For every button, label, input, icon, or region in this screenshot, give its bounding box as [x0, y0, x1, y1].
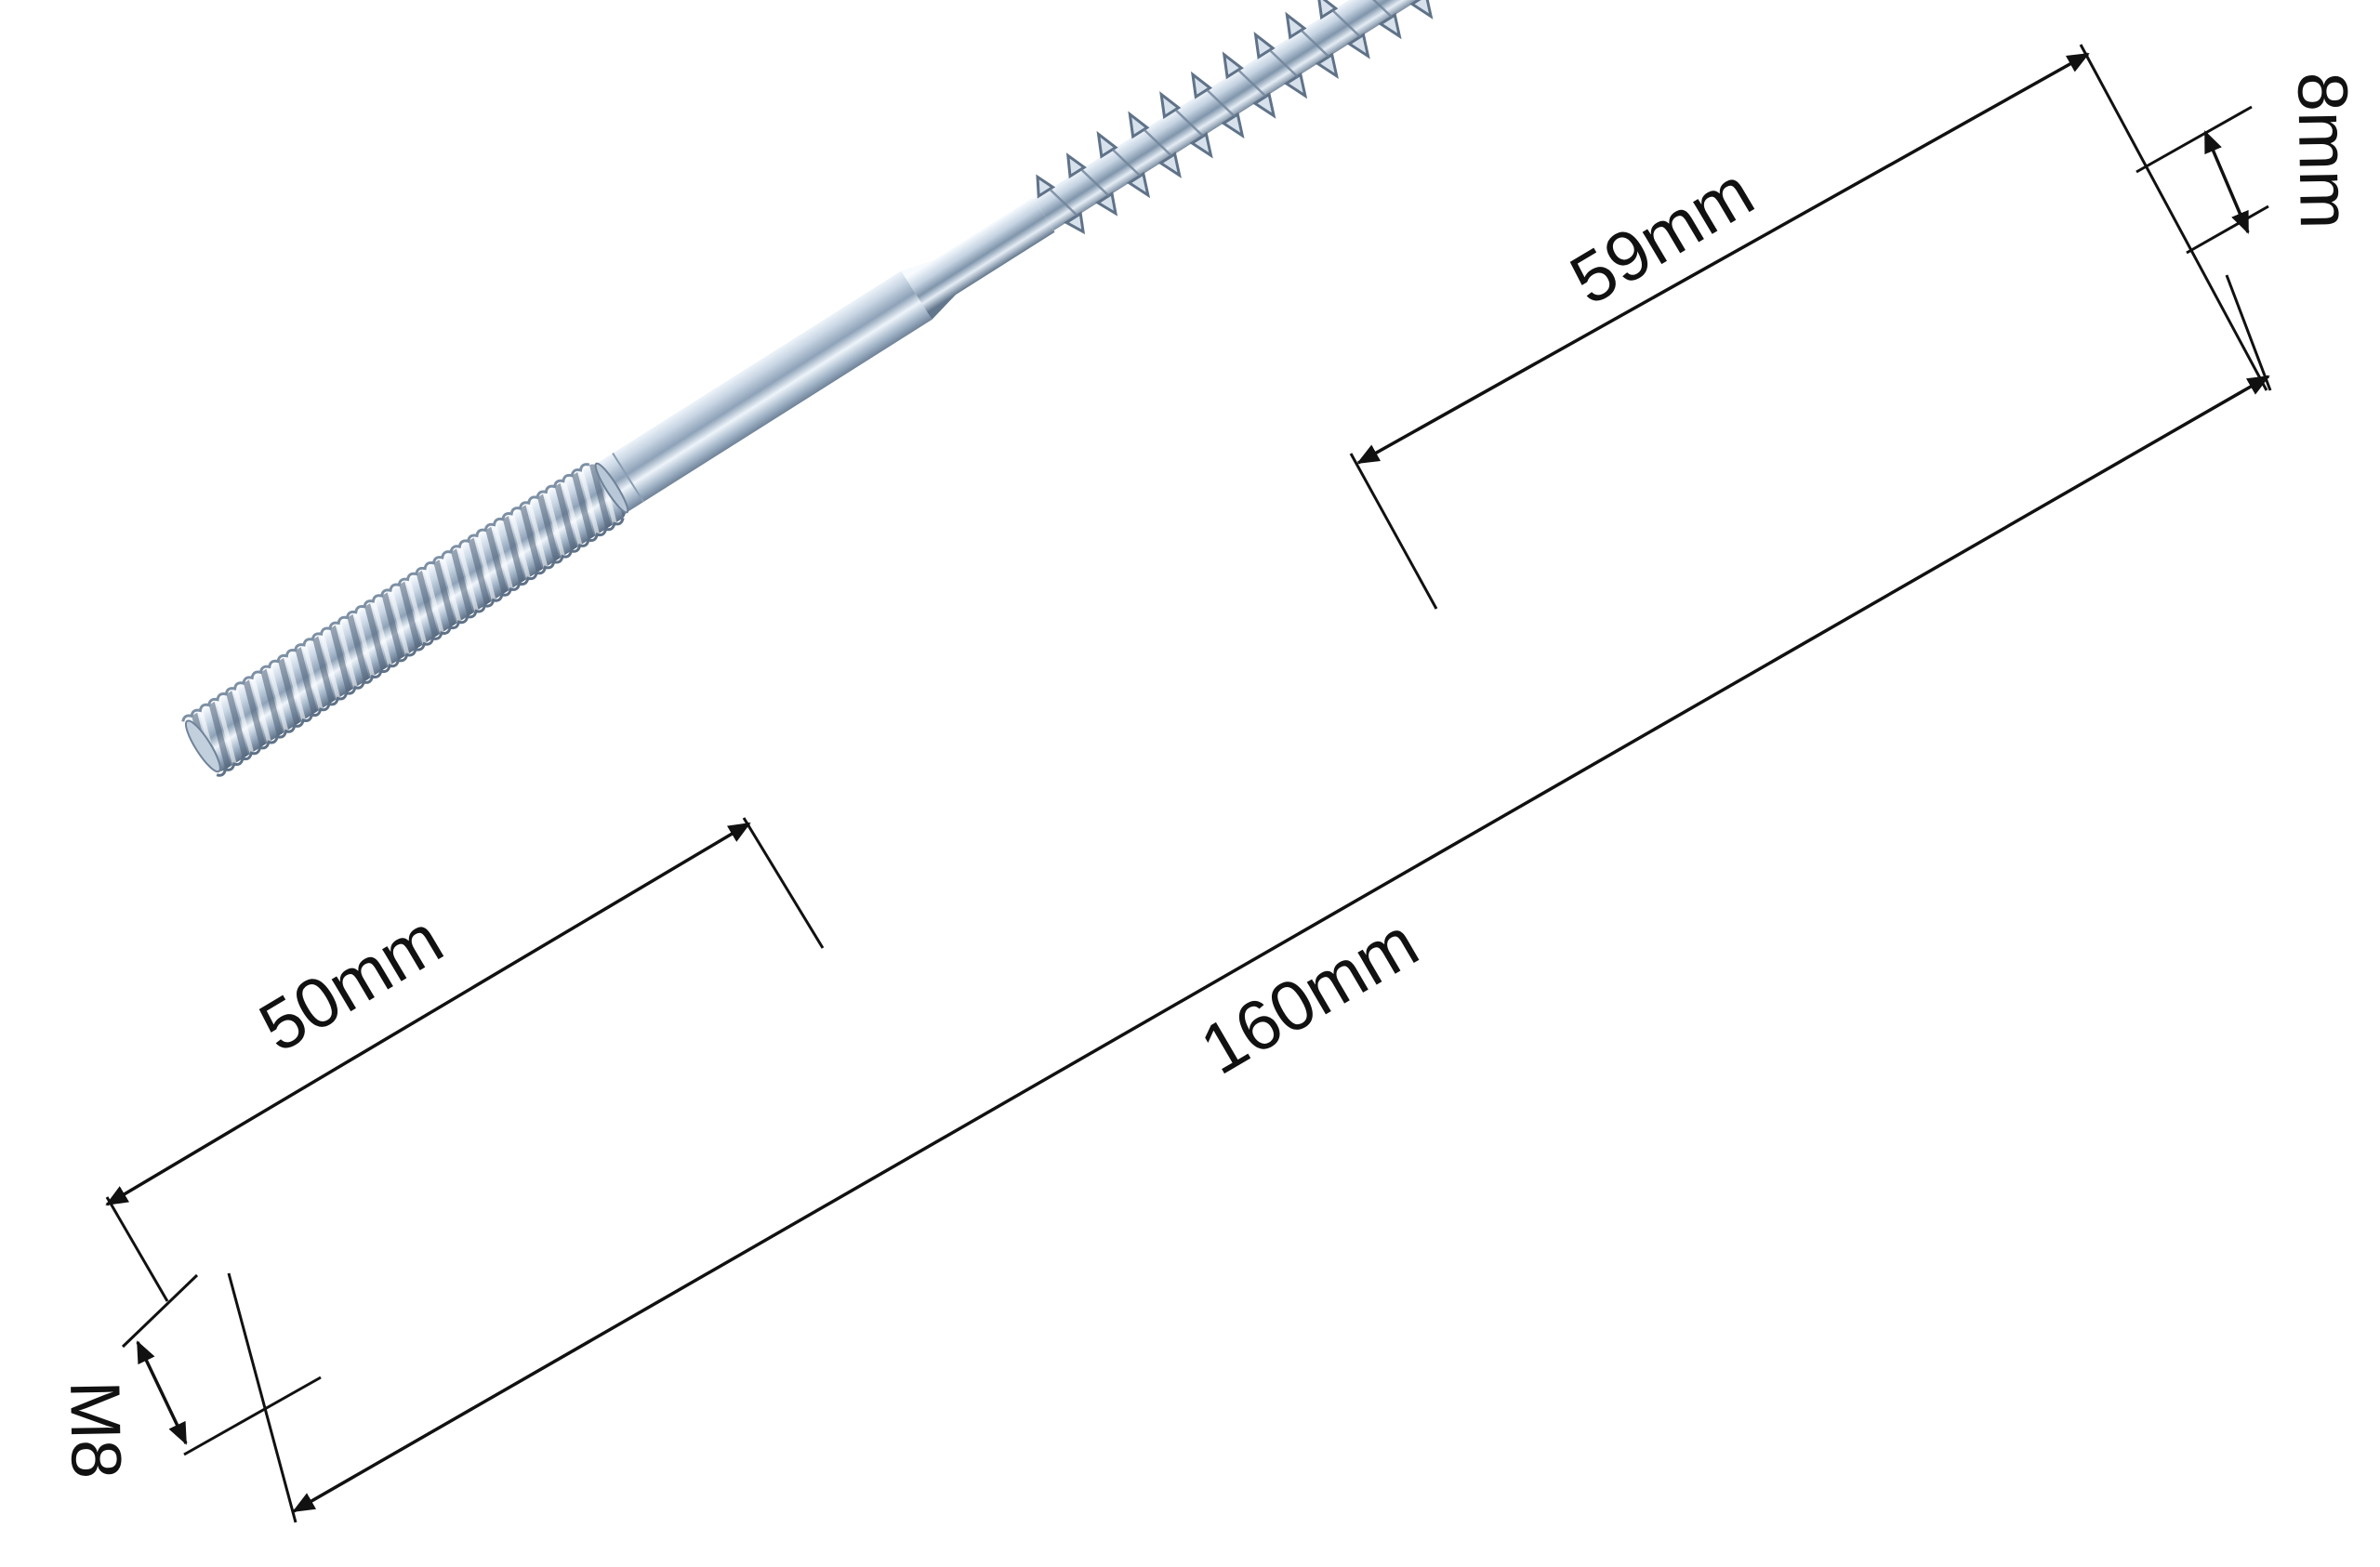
dimension-label-160mm: 160mm [1188, 902, 1432, 1089]
dimension-label-8mm: 8mm [2282, 72, 2364, 230]
dimension-label-M8: M8 [55, 1380, 136, 1480]
dimension-M8: M8 [55, 1273, 322, 1480]
machine-thread-section [181, 463, 627, 777]
hanger-bolt [181, 0, 1519, 777]
dimension-50mm: 50mm [105, 817, 825, 1302]
dimension-label-50mm: 50mm [246, 900, 456, 1068]
smooth-shank [594, 197, 1055, 514]
dimension-160mm: 160mm [227, 274, 2272, 1523]
wood-thread-section [1034, 0, 1519, 235]
dimension-59mm: 59mm [1349, 44, 2268, 610]
dimension-label-59mm: 59mm [1557, 152, 1766, 321]
dimension-8mm: 8mm [2135, 72, 2364, 255]
